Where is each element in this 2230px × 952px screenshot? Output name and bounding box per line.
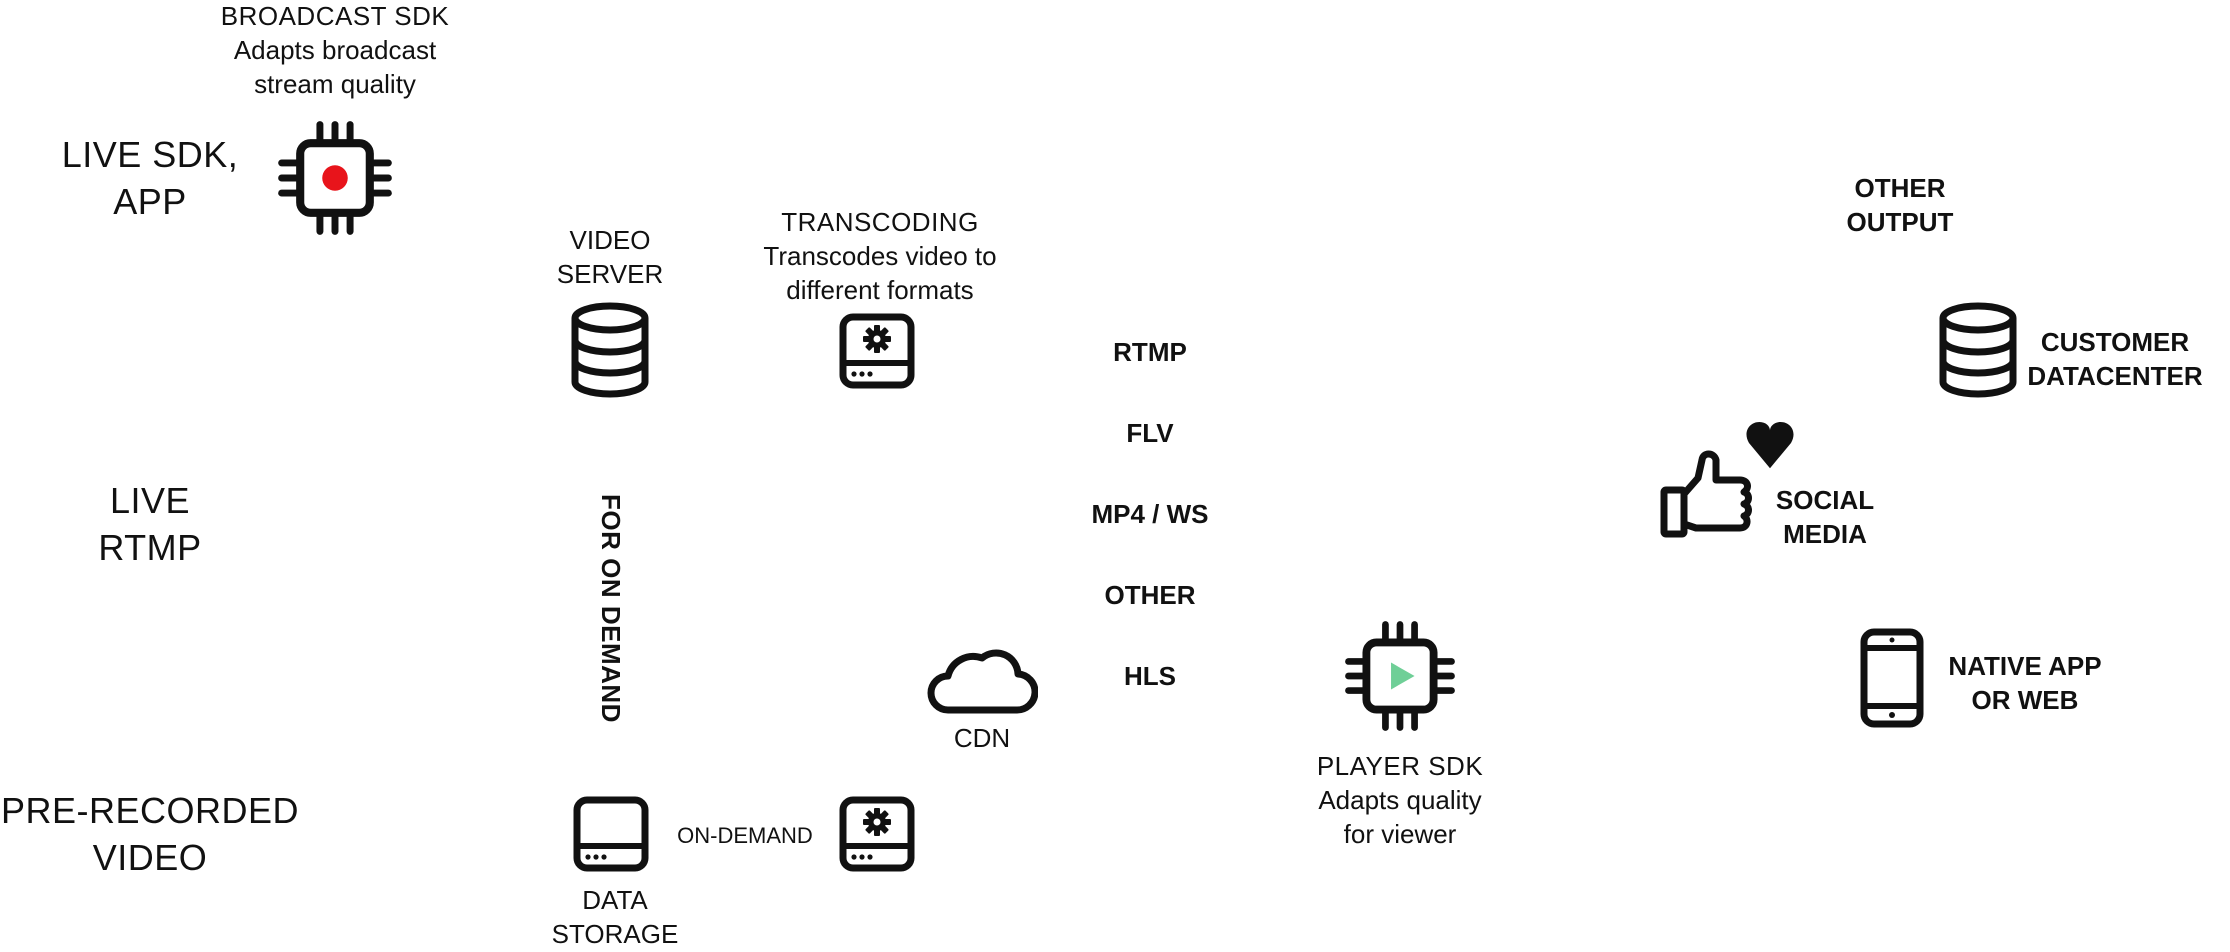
gear-drive-icon (839, 796, 915, 872)
smartphone-icon (1860, 628, 1924, 728)
format-rtmp: RTMP (1113, 337, 1187, 367)
native-app-label: NATIVE APP OR WEB (1948, 651, 2102, 715)
record-dot (322, 165, 348, 191)
cdn-label: CDN (953, 723, 1011, 753)
other-output-label: OTHER OUTPUT (1846, 173, 1954, 237)
player-sdk-label: PLAYER SDK Adapts quality for viewer (1316, 751, 1484, 849)
format-mp4-ws: MP4 / WS (1091, 499, 1209, 529)
transcoding-label: TRANSCODING Transcodes video to differen… (763, 207, 997, 305)
chip-play-icon (1345, 621, 1455, 731)
customer-datacenter-label: CUSTOMER DATACENTER (2027, 327, 2203, 391)
source-live-sdk: LIVE SDK, APP (61, 134, 239, 222)
chip-record-icon (278, 121, 392, 235)
database-icon (1939, 302, 2017, 398)
thumbs-up-heart-icon (1660, 422, 1794, 538)
video-server-label: VIDEO SERVER (556, 225, 664, 289)
for-on-demand-label: FOR ON DEMAND (596, 494, 626, 723)
broadcast-sdk-label: BROADCAST SDK Adapts broadcast stream qu… (220, 1, 450, 99)
data-storage-label: DATA STORAGE (551, 885, 679, 949)
cloud-icon (927, 649, 1038, 714)
format-flv: FLV (1126, 418, 1174, 448)
format-hls: HLS (1124, 661, 1176, 691)
play-triangle (1391, 662, 1415, 690)
gear-drive-icon (839, 313, 915, 389)
database-icon (571, 302, 649, 398)
source-live-rtmp: LIVE RTMP (98, 480, 202, 568)
social-media-label: SOCIAL MEDIA (1775, 485, 1875, 549)
hard-drive-icon (573, 796, 649, 872)
format-other: OTHER (1104, 580, 1196, 610)
on-demand-label: ON-DEMAND (677, 823, 813, 848)
source-prerecorded-video: PRE-RECORDED VIDEO (0, 790, 300, 878)
